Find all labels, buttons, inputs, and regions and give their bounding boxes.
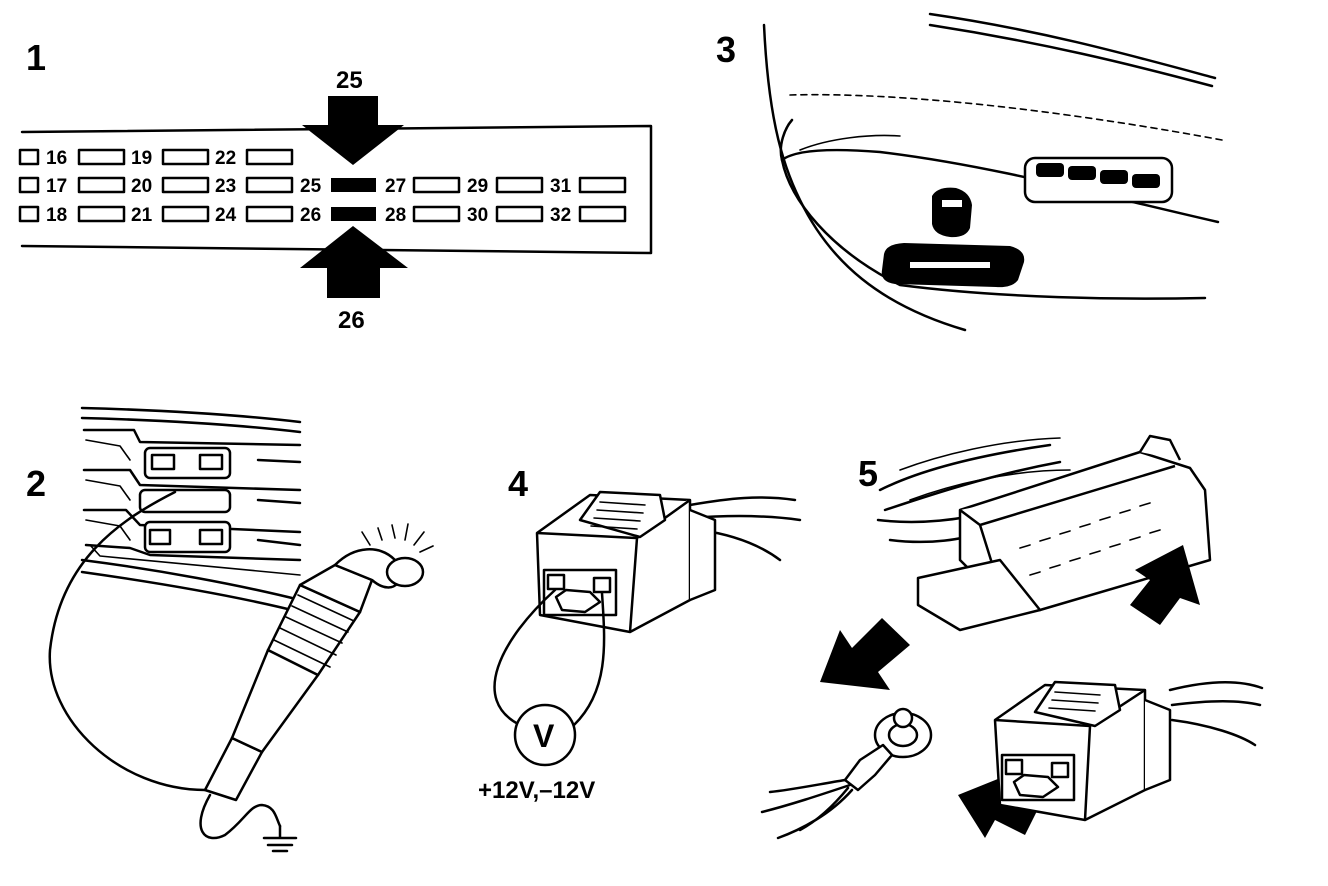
ground-terminal-icon — [760, 707, 933, 840]
wire — [1168, 681, 1264, 747]
fusebox-rail — [80, 570, 302, 614]
voltmeter-symbol: V — [533, 718, 555, 754]
fuse-slot-25-highlighted — [331, 178, 376, 192]
switch-button — [1036, 163, 1064, 177]
fuse-label-26: 26 — [300, 205, 321, 226]
fuse-label-29: 29 — [467, 176, 488, 197]
fuse-label-28: 28 — [385, 205, 406, 226]
fuse-label-16: 16 — [46, 148, 67, 169]
panel-3-overhead-console: 3 — [716, 12, 1223, 332]
wire-bundle — [876, 443, 1062, 544]
fusebox-rail — [80, 416, 302, 434]
arrow-up-icon — [300, 226, 408, 298]
fuse-slot-17 — [77, 176, 126, 194]
fuse-slot-29 — [495, 176, 544, 194]
arrow-down-icon — [302, 96, 404, 165]
step-number-5: 5 — [858, 453, 878, 494]
panel-4-voltmeter: 4 V +12V,–12V — [478, 463, 802, 804]
meter-lead-right — [572, 591, 606, 727]
trim-dashed-line — [789, 93, 1223, 141]
step-number-3: 3 — [716, 29, 736, 70]
fusebox-rail — [80, 558, 302, 602]
ground-lead — [199, 793, 282, 840]
panel-1-fuse-box: 1 16 19 22 17 20 23 25 27 29 31 18 21 24 — [18, 37, 653, 334]
voltage-reading: +12V,–12V — [478, 777, 595, 804]
step-number-1: 1 — [26, 37, 46, 78]
step-number-4: 4 — [508, 463, 528, 504]
arrow-label-25: 25 — [336, 67, 363, 94]
wire — [688, 496, 797, 507]
fuse-slot-31 — [578, 176, 627, 194]
fuse-label-31: 31 — [550, 176, 572, 197]
panel-2-test-lamp: 2 — [26, 406, 434, 853]
blade-fuse — [138, 488, 232, 514]
fuse-label-30: 30 — [467, 205, 488, 226]
switch-button — [1100, 170, 1128, 184]
fuse-slot-21 — [161, 205, 210, 223]
fuse-rows — [82, 428, 302, 576]
console-body-lower-edge — [780, 158, 1207, 300]
fuse-label-19: 19 — [131, 148, 152, 169]
fuse-slot-28 — [412, 205, 461, 223]
rocker-switch-detail — [942, 200, 962, 207]
fuse-label-25: 25 — [300, 176, 322, 197]
arrow-icon — [820, 618, 910, 690]
test-lamp-lead — [48, 490, 207, 792]
fuse-slot-23 — [245, 176, 294, 194]
test-lamp-icon — [203, 523, 434, 802]
fuse-slot-32 — [578, 205, 627, 223]
switch-button — [1068, 166, 1096, 180]
fuse-label-23: 23 — [215, 176, 236, 197]
fuse-label-17: 17 — [46, 176, 67, 197]
panel-5-connectors: 5 — [760, 434, 1264, 840]
fuse-label-22: 22 — [215, 148, 236, 169]
dome-lamp-highlight — [910, 262, 990, 268]
fuse-slot — [18, 176, 40, 194]
fuse-slot-20 — [161, 176, 210, 194]
wire-bundle — [899, 437, 1071, 501]
fuse-slot — [18, 205, 40, 223]
connector-icon — [535, 490, 717, 634]
switch-button — [1132, 174, 1160, 188]
arrow-icon — [1130, 545, 1200, 625]
fuse-label-20: 20 — [131, 176, 152, 197]
step-number-2: 2 — [26, 463, 46, 504]
arrow-label-26: 26 — [338, 307, 365, 334]
fuse-slot-19 — [161, 148, 210, 166]
fusebox-rail — [80, 406, 302, 424]
fuse-slot-18 — [77, 205, 126, 223]
fuse-slot-16 — [77, 148, 126, 166]
fuse-slot-26-highlighted — [331, 207, 376, 221]
fuse-slot — [18, 148, 40, 166]
fuse-label-27: 27 — [385, 176, 406, 197]
voltmeter-icon: V — [513, 703, 577, 767]
connector-icon — [993, 680, 1172, 822]
ground-symbol-icon — [262, 824, 298, 853]
console-detail-line — [799, 134, 901, 151]
fuse-label-24: 24 — [215, 205, 237, 226]
fuse-slot-27 — [412, 176, 461, 194]
fuse-label-18: 18 — [46, 205, 67, 226]
meter-lead-left — [493, 588, 557, 727]
roof-line-top — [928, 12, 1217, 80]
roof-line-second — [928, 23, 1214, 88]
fuse-slot-22 — [245, 148, 294, 166]
fuse-label-32: 32 — [550, 205, 571, 226]
rocker-switch — [932, 187, 972, 238]
fuse-slot-24 — [245, 205, 294, 223]
fuse-slot-30 — [495, 205, 544, 223]
fuse-label-21: 21 — [131, 205, 153, 226]
